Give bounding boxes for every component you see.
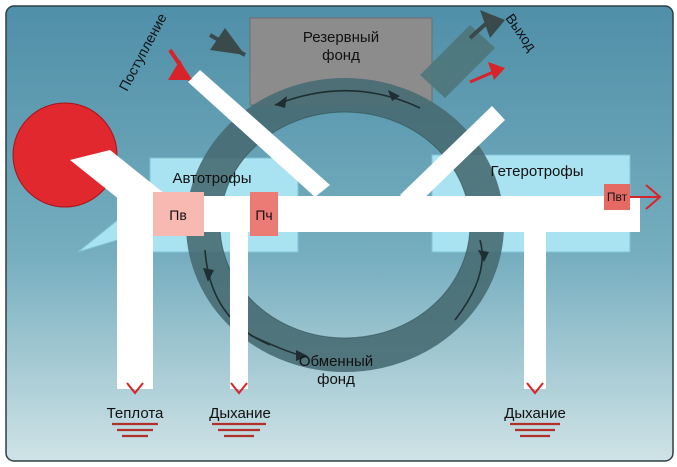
cycle-arrow-top bbox=[274, 89, 421, 109]
output-arrow bbox=[468, 10, 505, 40]
cycle-arrowhead-top-right bbox=[388, 90, 400, 101]
pv-box bbox=[153, 192, 204, 236]
pvt-output-arrow bbox=[630, 184, 662, 210]
sun-icon bbox=[12, 102, 118, 208]
heat-down-arrow bbox=[126, 382, 144, 395]
ground-symbols bbox=[112, 422, 560, 438]
pch-label: Пч bbox=[255, 207, 272, 223]
respiration-heterotrophs-label: Дыхание bbox=[504, 405, 566, 422]
cycle-arrow-right bbox=[454, 239, 483, 321]
input-arrow bbox=[168, 48, 192, 82]
autotrophs-label: Автотрофы bbox=[172, 170, 251, 187]
pvt-box bbox=[604, 184, 630, 210]
background-panel bbox=[5, 5, 674, 462]
output-duct bbox=[420, 25, 495, 98]
reserve-fund-label-line2: фонд bbox=[322, 47, 360, 64]
reserve-fund-label-line1: Резервный bbox=[303, 29, 379, 46]
heat-label: Теплота bbox=[107, 405, 164, 422]
cycle-arrowhead-left bbox=[203, 268, 214, 282]
pch-box bbox=[250, 192, 278, 236]
respiration-autotrophs-label: Дыхание bbox=[209, 405, 271, 422]
heterotrophs-label: Гетеротрофы bbox=[490, 163, 583, 180]
pv-label: Пв bbox=[169, 207, 187, 223]
exchange-fund-label-line2: фонд bbox=[317, 371, 355, 388]
cycle-arrowhead-top bbox=[275, 96, 287, 108]
cycle-arrowhead-right bbox=[478, 250, 489, 262]
autotroph-respiration-down-arrow bbox=[230, 382, 248, 395]
pvt-label: Пвт bbox=[607, 190, 628, 204]
cycle-arrowhead-bottom bbox=[296, 350, 308, 361]
output-red-arrow bbox=[469, 62, 505, 84]
reserve-input-arrow bbox=[209, 28, 246, 57]
exchange-fund-label-line1: Обменный bbox=[299, 353, 373, 370]
heterotroph-respiration-down-arrow bbox=[526, 382, 544, 395]
